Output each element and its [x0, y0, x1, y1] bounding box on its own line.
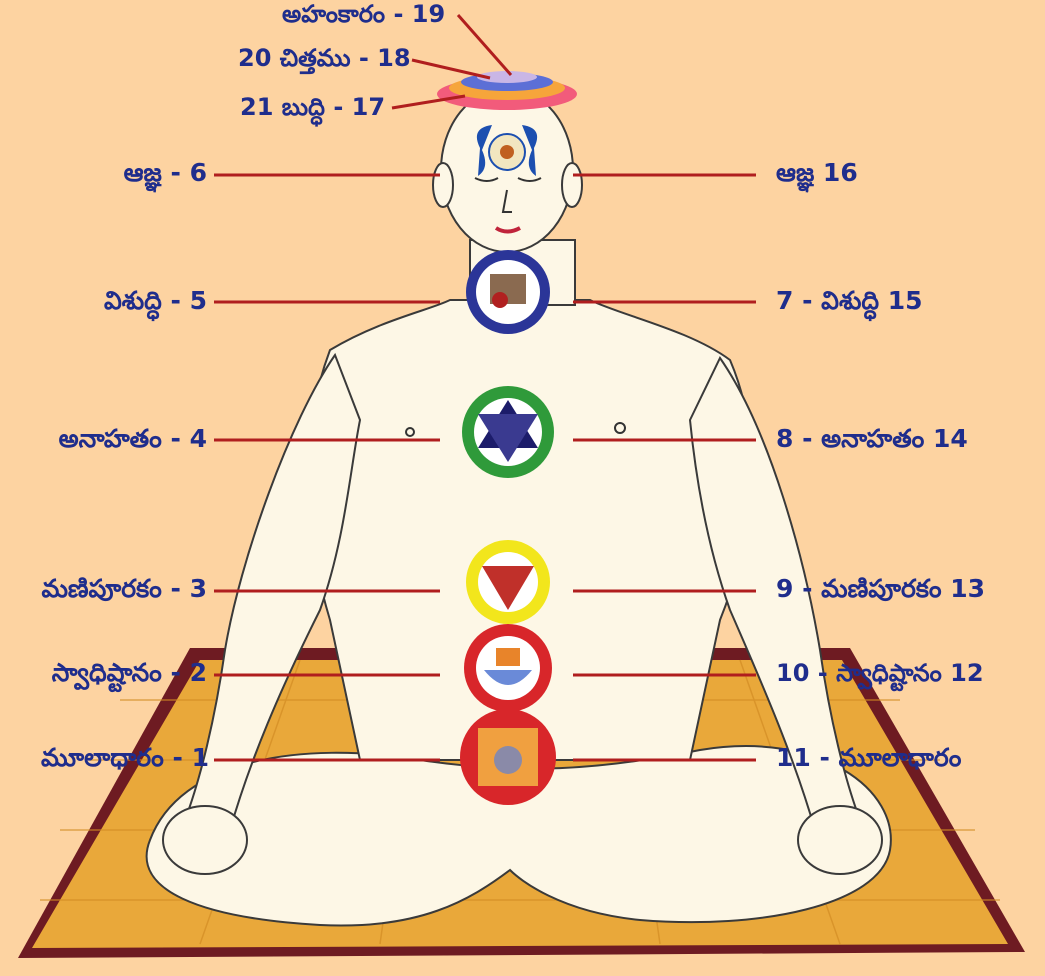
label-left-muladharam: మూలాధారం - 1 — [41, 743, 209, 773]
muladhara-chakra-icon — [460, 709, 556, 805]
label-left-manipurakam: మణిపూరకం - 3 — [41, 574, 207, 604]
label-left-swadhishtanam: స్వాధిష్టానం - 2 — [52, 658, 207, 688]
anahata-chakra-icon — [462, 386, 554, 478]
label-left-agna: ఆజ్ఞ - 6 — [124, 158, 207, 188]
label-left-vishuddhi: విశుద్ధి - 5 — [104, 286, 207, 316]
label-right-vishuddhi: 7 - విశుద్ధి 15 — [776, 286, 923, 316]
label-right-swadhishtanam: 10 - స్వాధిష్టానం 12 — [776, 658, 984, 688]
label-buddhi: 21 బుద్ధి - 17 — [240, 92, 385, 122]
vishuddhi-chakra-icon — [466, 250, 550, 334]
label-right-manipurakam: 9 - మణిపూరకం 13 — [776, 574, 985, 604]
manipura-chakra-icon — [466, 540, 550, 624]
label-ahamkaram: అహంకారం - 19 — [282, 0, 445, 29]
label-chittamu: 20 చిత్తము - 18 — [238, 43, 411, 73]
swadhishtana-chakra-icon — [464, 624, 552, 712]
label-right-agna: ఆజ్ఞ 16 — [776, 158, 858, 188]
crown-icon — [437, 71, 577, 110]
label-right-muladharam: 11 - మూలాధారం — [776, 743, 961, 773]
label-left-anahatam: అనాహతం - 4 — [59, 424, 207, 454]
label-right-anahatam: 8 - అనాహతం 14 — [776, 424, 968, 454]
